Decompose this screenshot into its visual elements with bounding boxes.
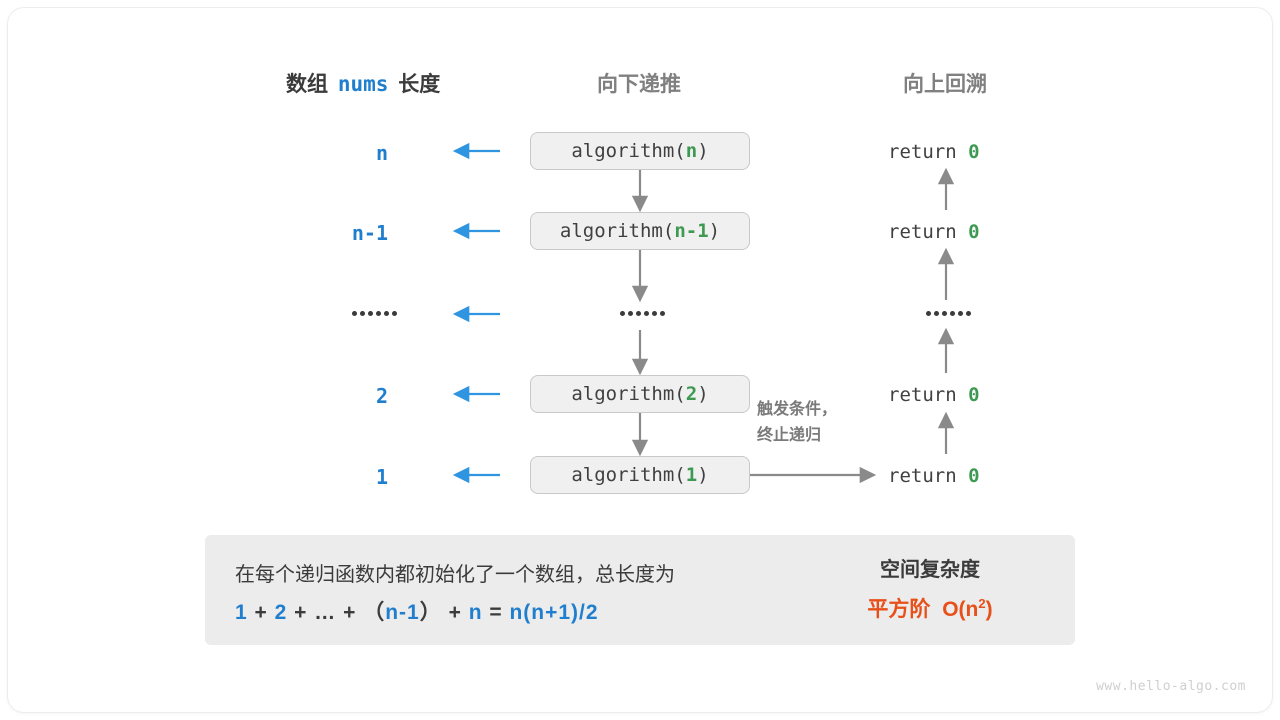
header-upward-backtrack: 向上回溯 [903,73,987,96]
summary-right-title: 空间复杂度 [880,559,980,581]
return-keyword-row-1: return [888,221,957,243]
header-array-suffix: 长度 [398,73,441,96]
return-row-3: return 0 [888,384,980,406]
call-box-row-1: algorithm(n-1) [530,212,750,250]
header-array-length: 数组 nums 长度 [286,68,440,98]
return-value-row-1: 0 [968,221,980,243]
return-value-row-3: 0 [968,384,980,406]
formula-term-4: n-1 [385,601,420,624]
call-arg-row-1: n-1 [674,220,709,242]
formula-term-2: 2 [274,601,288,624]
formula-paren-open: （ [363,601,386,624]
length-label-row-1: n-1 [351,221,388,245]
return-row-1: return 0 [888,221,980,243]
header-array-name: nums [337,72,389,96]
length-label-row-0: n [375,141,388,165]
formula-term-1: 1 [235,601,248,624]
formula-ellipsis: … [314,601,337,624]
return-keyword-row-0: return [888,141,957,163]
complexity-label: 平方阶 [867,598,931,621]
call-box-row-0: algorithm(n) [530,132,750,170]
formula-op-2: + [294,601,308,624]
length-label-row-4: 1 [375,465,388,489]
return-row-4: return 0 [888,465,980,487]
formula-equals: = [489,601,503,624]
blue-assign-arrows [452,142,500,484]
call-arg-row-4: 1 [685,464,698,486]
diagram-canvas: 数组 nums 长度 向下递推 向上回溯 [8,8,1272,712]
summary-box: 在每个递归函数内都初始化了一个数组，总长度为 1 + 2 + … + （n-1）… [205,535,1075,645]
summary-left: 在每个递归函数内都初始化了一个数组，总长度为 1 + 2 + … + （n-1）… [205,554,785,626]
summary-right-value: 平方阶 O(n2) [785,587,1075,627]
return-keyword-row-3: return [888,384,957,406]
formula-paren-close: ） [419,601,442,624]
return-value-row-4: 0 [968,465,980,487]
call-name-row-4: algorithm [571,464,675,486]
termination-note-line1: 触发条件， [757,401,838,418]
return-keyword-row-4: return [888,465,957,487]
formula-op-4: + [448,601,462,624]
formula-op-3: + [343,601,357,624]
formula-result: n(n+1)/2 [509,601,599,624]
return-value-row-0: 0 [968,141,980,163]
length-label-row-3: 2 [375,384,388,408]
complexity-close-paren: ) [985,598,993,621]
termination-note: 触发条件， 终止递归 [757,397,837,449]
summary-formula: 1 + 2 + … + （n-1） + n = n(n+1)/2 [235,596,785,626]
ellipsis-call-column [620,311,665,316]
ellipsis-return-column [926,311,971,316]
call-name-row-1: algorithm [559,220,663,242]
header-downward-recursion: 向下递推 [597,73,681,96]
ellipsis-length-column [352,311,397,316]
complexity-exponent: 2 [978,596,986,611]
call-arg-row-3: 2 [685,383,698,405]
formula-term-5: n [468,601,483,624]
header-array-prefix: 数组 [286,73,328,96]
return-row-0: return 0 [888,141,980,163]
complexity-notation: O(n [942,598,979,621]
call-name-row-0: algorithm [571,140,675,162]
call-box-row-4: algorithm(1) [530,456,750,494]
call-name-row-3: algorithm [571,383,675,405]
call-arg-row-0: n [685,140,698,162]
termination-note-line2: 终止递归 [757,427,822,444]
call-box-row-3: algorithm(2) [530,375,750,413]
watermark: www.hello-algo.com [1096,679,1246,694]
summary-description: 在每个递归函数内都初始化了一个数组，总长度为 [235,564,675,586]
formula-op-1: + [254,601,268,624]
summary-right: 空间复杂度 平方阶 O(n2) [785,553,1075,627]
